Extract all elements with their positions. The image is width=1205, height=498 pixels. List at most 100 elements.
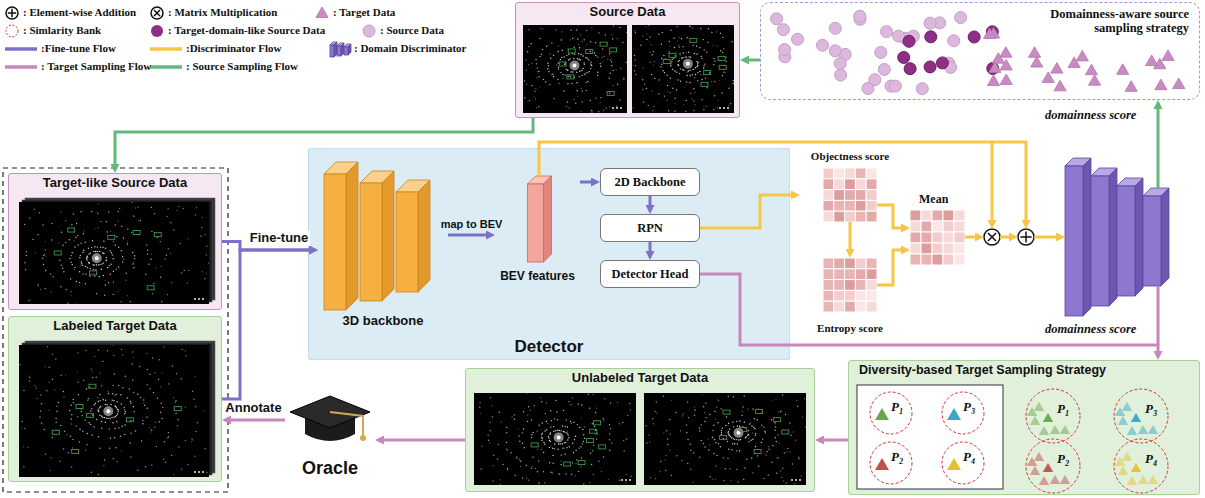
lidar-scan [121, 349, 122, 350]
lidar-scan [187, 282, 188, 283]
lidar-scan [160, 277, 161, 278]
lidar-scan [612, 85, 613, 86]
lidar-scan [723, 480, 724, 481]
lidar-scan [650, 44, 651, 45]
lidar-scan [534, 405, 535, 406]
lidar-scan [610, 428, 611, 429]
lidar-scan [560, 443, 561, 444]
lidar-scan [655, 478, 656, 479]
lidar-scan [19, 364, 20, 365]
lidar-scan [731, 437, 732, 438]
lidar-scan [658, 93, 659, 94]
lidar-scan [40, 289, 41, 290]
lidar-scan [539, 86, 540, 87]
lidar-scan [58, 242, 59, 243]
lidar-scan [203, 202, 204, 203]
lidar-scan [695, 92, 696, 93]
cluster-label: P₃ [1145, 402, 1157, 417]
lidar-scan [95, 251, 96, 252]
lidar-scan [73, 399, 74, 400]
lidar-scan [706, 106, 707, 107]
lidar-scan [133, 357, 134, 358]
heatmap-grid [834, 179, 845, 190]
heatmap-grid [954, 210, 965, 221]
lidar-scan [728, 423, 729, 424]
lidar-scan [103, 253, 104, 254]
lidar-scan [80, 211, 81, 212]
lidar-scan [585, 82, 586, 83]
lidar-scan [145, 273, 146, 274]
lidar-scan [697, 80, 698, 81]
flow-line [877, 250, 905, 285]
lidar-scan [669, 419, 670, 420]
lidar-scan [695, 67, 696, 68]
lidar-scan [541, 434, 542, 435]
lidar-scan [554, 432, 564, 442]
lidar-scan [181, 378, 182, 379]
lidar-scan [158, 379, 159, 380]
lidar-scan [54, 251, 61, 255]
domain-scatter [854, 10, 866, 22]
lidar-scan [575, 475, 576, 476]
lidar-scan [89, 275, 90, 276]
lidar-scan [106, 259, 107, 260]
lidar-scan [76, 281, 77, 282]
lidar-scan [646, 39, 647, 40]
lidar-scan [703, 406, 704, 407]
lidar-scan [560, 72, 561, 73]
lidar-scan [154, 213, 155, 214]
domain-scatter [925, 31, 937, 43]
lidar-scan [763, 426, 764, 427]
legend-symbol [150, 67, 182, 68]
lidar-scan [90, 410, 91, 411]
lidar-scan [156, 446, 157, 447]
heatmap-grid [855, 200, 866, 211]
lidar-scan [575, 103, 576, 104]
lidar-scan [570, 76, 571, 77]
lidar-scan [540, 397, 541, 398]
lidar-scan [734, 439, 735, 440]
lidar-scan [96, 293, 97, 294]
lidar-scan [577, 424, 578, 425]
lidar-scan [575, 450, 576, 451]
lidar-scan [792, 463, 793, 464]
heatmap-grid [823, 200, 834, 211]
lidar-scan [600, 63, 601, 64]
lidar-scan [23, 466, 24, 467]
lidar-scan [703, 39, 704, 40]
lidar-scan [738, 439, 739, 440]
lidar-scan [585, 57, 586, 58]
lidar-scan [573, 422, 574, 423]
lidar-scan [723, 107, 725, 109]
lidar-scan [709, 444, 710, 445]
lidar-scan [587, 438, 594, 442]
lidar-scan [595, 55, 596, 56]
lidar-scan [678, 65, 679, 66]
heatmap-grid [855, 280, 866, 291]
lidar-scan [728, 449, 729, 450]
lidar-scan [29, 377, 30, 378]
lidar-scan [588, 59, 589, 60]
lidar-scan [688, 70, 689, 71]
block-label: BEV features [500, 270, 575, 284]
lidar-scan [86, 444, 87, 445]
lidar-scan [676, 26, 677, 27]
legend-symbol [150, 49, 182, 50]
flow-line [965, 236, 979, 239]
lidar-scan [718, 443, 719, 444]
lidar-scan [82, 431, 83, 432]
bev-slab [495, 170, 580, 285]
domain-scatter [792, 33, 804, 45]
lidar-scan [114, 373, 115, 374]
flow-line [877, 205, 905, 228]
lidar-scan [535, 468, 536, 469]
lidar-scan [183, 208, 184, 209]
legend-symbol [316, 7, 328, 18]
lidar-scan [97, 203, 98, 204]
lidar-scan [48, 410, 49, 411]
edge-label-box: Fine-tune [248, 231, 311, 246]
lidar-scan [566, 106, 567, 107]
lidar-scan [114, 224, 115, 225]
lidar-scan [122, 256, 123, 257]
